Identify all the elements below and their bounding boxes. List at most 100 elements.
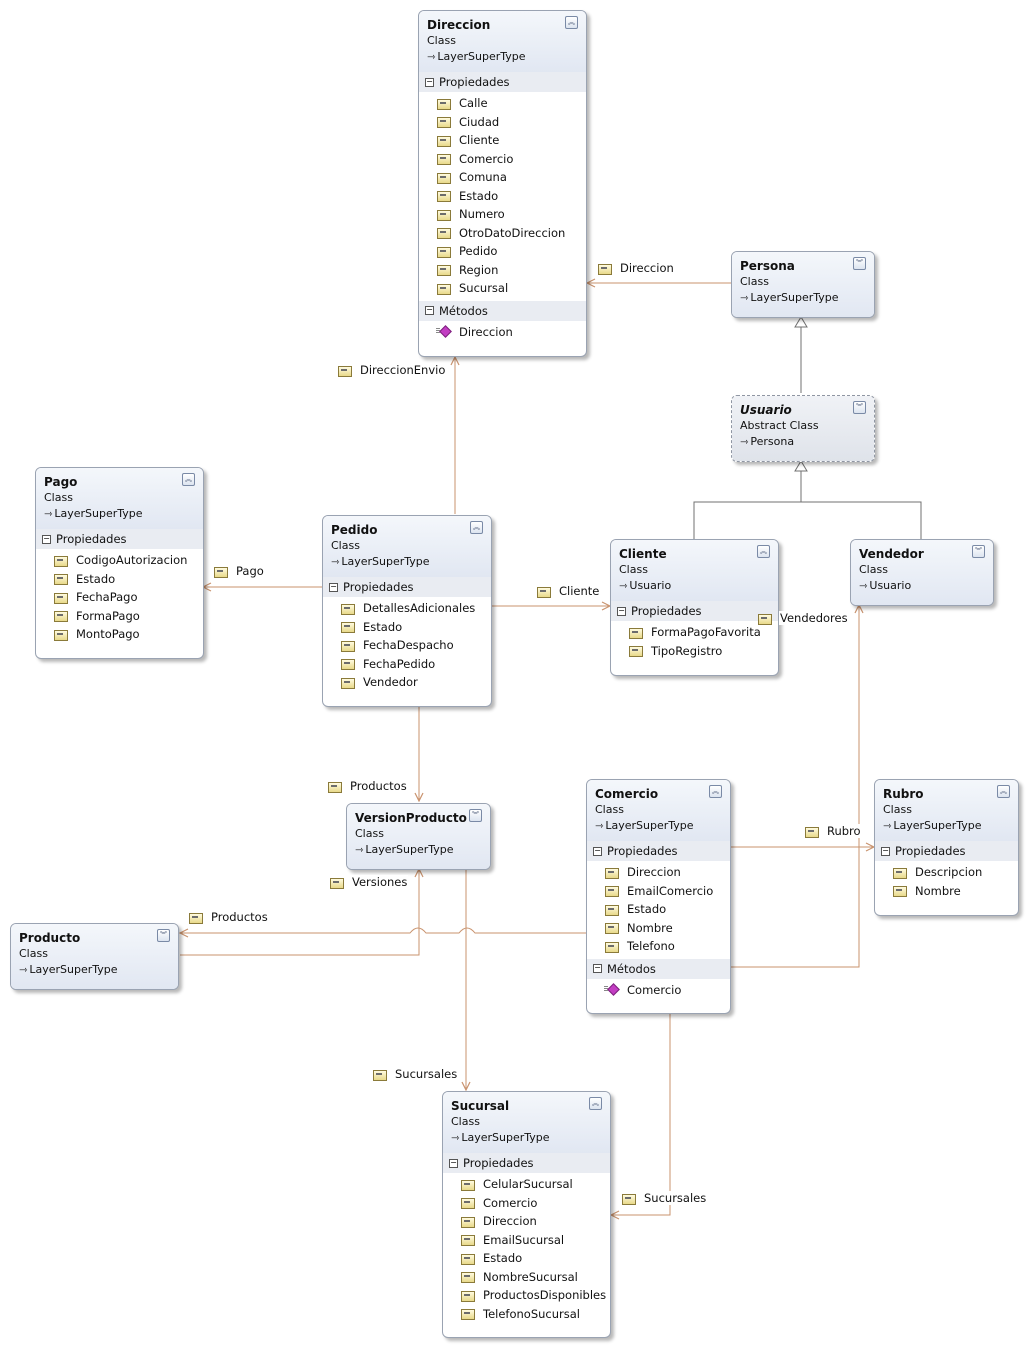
- property-item[interactable]: FormaPago: [36, 607, 203, 626]
- property-item[interactable]: Pedido: [419, 242, 586, 261]
- properties-header[interactable]: −Propiedades: [587, 841, 730, 861]
- collapse-icon[interactable]: −: [42, 533, 51, 544]
- class-usuario[interactable]: Usuario Abstract Class ⇾Persona ︾: [731, 395, 875, 462]
- property-item[interactable]: Numero: [419, 205, 586, 224]
- label-pedido-cliente[interactable]: Cliente: [536, 584, 601, 598]
- class-header[interactable]: VersionProducto Class ⇾LayerSuperType ︾: [347, 804, 490, 869]
- properties-header[interactable]: −Propiedades: [419, 72, 586, 92]
- class-comercio[interactable]: Comercio Class ⇾LayerSuperType ︽ −Propie…: [586, 779, 731, 1014]
- property-item[interactable]: Estado: [36, 570, 203, 589]
- property-item[interactable]: Ciudad: [419, 113, 586, 132]
- inheritance-cliente-usuario[interactable]: [693, 460, 808, 539]
- property-item[interactable]: EmailSucursal: [443, 1231, 610, 1250]
- property-item[interactable]: Estado: [323, 618, 491, 637]
- property-item[interactable]: Comercio: [419, 150, 586, 169]
- collapse-icon[interactable]: −: [329, 581, 338, 592]
- chevron-up-icon[interactable]: ︽: [757, 545, 770, 558]
- class-pedido[interactable]: Pedido Class ⇾LayerSuperType ︽ −Propieda…: [322, 515, 492, 707]
- chevron-up-icon[interactable]: ︽: [997, 785, 1010, 798]
- label-versionproducto-sucursales[interactable]: Sucursales: [372, 1067, 459, 1081]
- property-item[interactable]: FechaPedido: [323, 655, 491, 674]
- property-item[interactable]: Descripcion: [875, 863, 1018, 882]
- chevron-up-icon[interactable]: ︽: [182, 473, 195, 486]
- class-header[interactable]: Direccion Class ⇾LayerSuperType ︽: [419, 11, 586, 72]
- chevron-down-icon[interactable]: ︾: [853, 401, 866, 414]
- chevron-down-icon[interactable]: ︾: [853, 257, 866, 270]
- collapse-icon[interactable]: −: [881, 845, 890, 856]
- class-rubro[interactable]: Rubro Class ⇾LayerSuperType ︽ −Propiedad…: [874, 779, 1019, 916]
- class-header[interactable]: Cliente Class ⇾Usuario ︽: [611, 540, 778, 601]
- property-item[interactable]: FormaPagoFavorita: [611, 623, 778, 642]
- property-item[interactable]: FechaDespacho: [323, 636, 491, 655]
- label-versionproducto-versiones[interactable]: Versiones: [329, 875, 409, 889]
- chevron-up-icon[interactable]: ︽: [589, 1097, 602, 1110]
- property-item[interactable]: Nombre: [587, 919, 730, 938]
- property-item[interactable]: TipoRegistro: [611, 642, 778, 661]
- properties-header[interactable]: −Propiedades: [611, 601, 778, 621]
- class-direccion[interactable]: Direccion Class ⇾LayerSuperType ︽ −Propi…: [418, 10, 587, 357]
- class-header[interactable]: Rubro Class ⇾LayerSuperType ︽: [875, 780, 1018, 841]
- assoc-comercio-sucursales[interactable]: [611, 1014, 671, 1215]
- property-item[interactable]: Calle: [419, 94, 586, 113]
- property-item[interactable]: NombreSucursal: [443, 1268, 610, 1287]
- class-sucursal[interactable]: Sucursal Class ⇾LayerSuperType ︽ −Propie…: [442, 1091, 611, 1338]
- label-comercio-rubro[interactable]: Rubro: [804, 824, 862, 838]
- property-item[interactable]: OtroDatoDireccion: [419, 224, 586, 243]
- collapse-icon[interactable]: −: [593, 845, 602, 856]
- property-item[interactable]: Region: [419, 261, 586, 280]
- chevron-down-icon[interactable]: ︾: [157, 929, 170, 942]
- class-cliente[interactable]: Cliente Class ⇾Usuario ︽ −Propiedades Fo…: [610, 539, 779, 676]
- collapse-icon[interactable]: −: [617, 605, 626, 616]
- assoc-producto-versiones[interactable]: [180, 869, 419, 956]
- chevron-down-icon[interactable]: ︾: [972, 545, 985, 558]
- class-header[interactable]: Persona Class ⇾LayerSuperType ︾: [732, 252, 874, 317]
- label-comercio-sucursales[interactable]: Sucursales: [621, 1191, 708, 1205]
- property-item[interactable]: Vendedor: [323, 673, 491, 692]
- property-item[interactable]: Direccion: [587, 863, 730, 882]
- property-item[interactable]: Estado: [443, 1249, 610, 1268]
- properties-header[interactable]: −Propiedades: [443, 1153, 610, 1173]
- collapse-icon[interactable]: −: [593, 963, 602, 973]
- property-item[interactable]: Sucursal: [419, 279, 586, 298]
- property-item[interactable]: ProductosDisponibles: [443, 1286, 610, 1305]
- collapse-icon[interactable]: −: [425, 305, 434, 315]
- class-pago[interactable]: Pago Class ⇾LayerSuperType ︽ −Propiedade…: [35, 467, 204, 659]
- label-persona-direccion[interactable]: Direccion: [597, 261, 675, 275]
- property-item[interactable]: CodigoAutorizacion: [36, 551, 203, 570]
- class-producto[interactable]: Producto Class ⇾LayerSuperType ︾: [10, 923, 179, 990]
- class-header[interactable]: Vendedor Class ⇾Usuario ︾: [851, 540, 993, 605]
- class-header[interactable]: Pago Class ⇾LayerSuperType ︽: [36, 468, 203, 529]
- class-header[interactable]: Comercio Class ⇾LayerSuperType ︽: [587, 780, 730, 841]
- method-item[interactable]: Direccion: [419, 323, 586, 342]
- methods-header[interactable]: −Métodos: [419, 300, 586, 321]
- property-item[interactable]: Comercio: [443, 1194, 610, 1213]
- method-item[interactable]: Comercio: [587, 981, 730, 1000]
- label-pedido-direccionenvio[interactable]: DireccionEnvio: [337, 363, 447, 377]
- label-pedido-pago[interactable]: Pago: [213, 564, 265, 578]
- assoc-comercio-productos[interactable]: [180, 927, 587, 933]
- methods-header[interactable]: −Métodos: [587, 958, 730, 979]
- class-header[interactable]: Sucursal Class ⇾LayerSuperType ︽: [443, 1092, 610, 1153]
- chevron-up-icon[interactable]: ︽: [470, 521, 483, 534]
- property-item[interactable]: DetallesAdicionales: [323, 599, 491, 618]
- collapse-icon[interactable]: −: [449, 1157, 458, 1168]
- collapse-icon[interactable]: −: [425, 76, 434, 87]
- class-header[interactable]: Usuario Abstract Class ⇾Persona ︾: [732, 396, 874, 461]
- label-comercio-productos[interactable]: Productos: [188, 910, 269, 924]
- property-item[interactable]: EmailComercio: [587, 882, 730, 901]
- class-persona[interactable]: Persona Class ⇾LayerSuperType ︾: [731, 251, 875, 318]
- property-item[interactable]: MontoPago: [36, 625, 203, 644]
- property-item[interactable]: Direccion: [443, 1212, 610, 1231]
- property-item[interactable]: Cliente: [419, 131, 586, 150]
- class-vendedor[interactable]: Vendedor Class ⇾Usuario ︾: [850, 539, 994, 606]
- assoc-comercio-vendedores[interactable]: [731, 605, 859, 968]
- property-item[interactable]: TelefonoSucursal: [443, 1305, 610, 1324]
- properties-header[interactable]: −Propiedades: [875, 841, 1018, 861]
- chevron-up-icon[interactable]: ︽: [709, 785, 722, 798]
- property-item[interactable]: Estado: [419, 187, 586, 206]
- property-item[interactable]: CelularSucursal: [443, 1175, 610, 1194]
- label-pedido-productos[interactable]: Productos: [327, 779, 408, 793]
- class-versionproducto[interactable]: VersionProducto Class ⇾LayerSuperType ︾: [346, 803, 491, 870]
- chevron-up-icon[interactable]: ︽: [565, 16, 578, 29]
- class-header[interactable]: Pedido Class ⇾LayerSuperType ︽: [323, 516, 491, 577]
